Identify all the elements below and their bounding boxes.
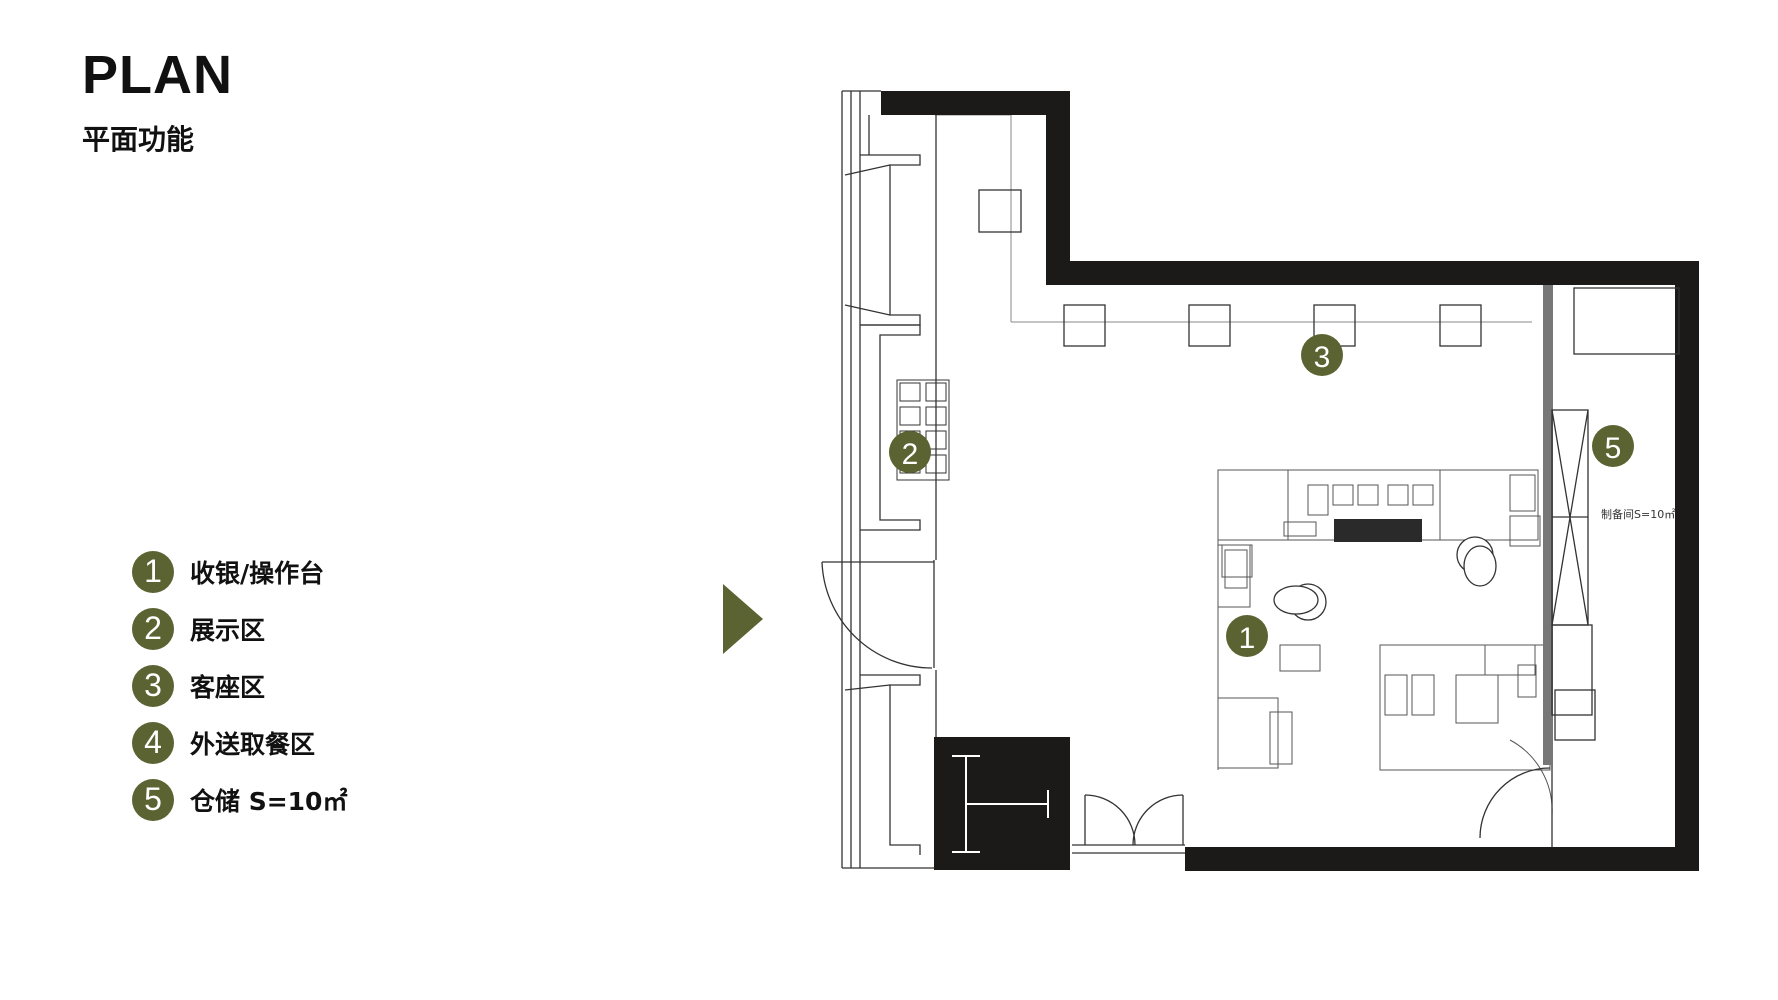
legend-label-2: 展示区 <box>190 615 266 645</box>
legend-item-4: 4 外送取餐区 <box>132 721 347 764</box>
plan-badge-3: 3 <box>1301 334 1343 376</box>
cashier-counter <box>1217 469 1553 816</box>
plan-badge-5: 5 <box>1592 425 1634 467</box>
legend-badge-3: 3 <box>132 664 174 707</box>
storage-room: 制备间S=10㎡ <box>1479 285 1680 847</box>
svg-text:5: 5 <box>1605 432 1622 465</box>
svg-text:1: 1 <box>1239 622 1256 655</box>
legend-item-1: 1 收银/操作台 <box>132 550 347 593</box>
cashier-shelf-fill <box>1334 519 1422 542</box>
page-title: PLAN <box>82 45 233 105</box>
legend-item-3: 3 客座区 <box>132 664 347 707</box>
storage-room-label: 制备间S=10㎡ <box>1601 507 1675 521</box>
legend: 1 收银/操作台 2 展示区 3 客座区 4 外送取餐区 5 仓储 S=10㎡ <box>132 550 348 836</box>
pointer-arrow-icon <box>723 584 763 654</box>
legend-label-4: 外送取餐区 <box>190 729 316 759</box>
legend-label-3: 客座区 <box>190 672 266 702</box>
legend-item-5: 5 仓储 S=10㎡ <box>132 778 348 821</box>
plan-badge-1: 1 <box>1226 615 1268 657</box>
svg-text:3: 3 <box>1314 341 1331 374</box>
outer-walls <box>881 91 1699 871</box>
grid-rack <box>1221 544 1253 578</box>
page-subtitle: 平面功能 <box>82 123 195 156</box>
plan-badge-2: 2 <box>889 431 931 473</box>
plan-badges: 1 2 3 5 <box>889 334 1634 657</box>
legend-badge-1: 1 <box>132 550 174 593</box>
svg-text:2: 2 <box>902 438 919 471</box>
south-double-door <box>1072 794 1185 854</box>
legend-badge-5: 5 <box>132 778 174 821</box>
staff-figures <box>1273 536 1497 621</box>
legend-badge-4: 4 <box>132 721 174 764</box>
legend-label-1: 收银/操作台 <box>190 558 325 588</box>
west-facade <box>821 90 937 869</box>
legend-label-5: 仓储 S=10㎡ <box>190 786 348 816</box>
legend-badge-2: 2 <box>132 607 174 650</box>
legend-item-2: 2 展示区 <box>132 607 347 650</box>
stair-block <box>934 737 1070 870</box>
